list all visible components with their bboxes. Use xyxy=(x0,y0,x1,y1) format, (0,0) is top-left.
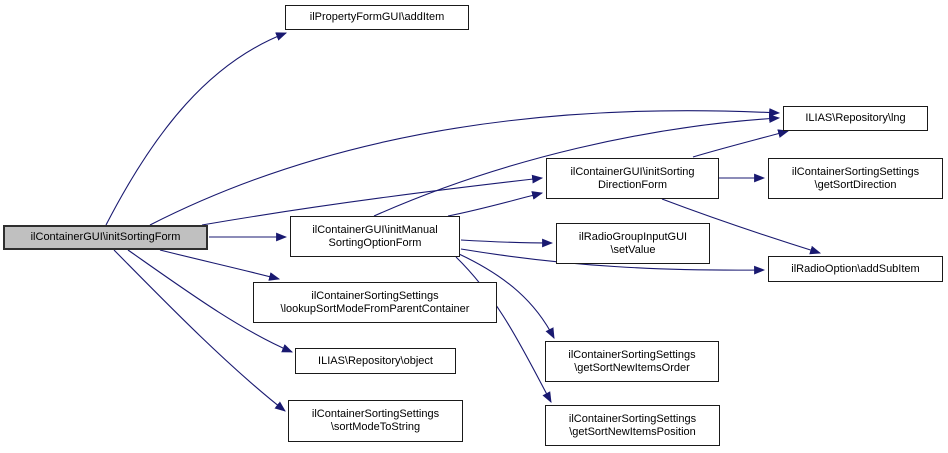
node-set-value[interactable]: ilRadioGroupInputGUI \setValue xyxy=(556,223,710,264)
node-lookup-sort-mode-from-parent-container[interactable]: ilContainerSortingSettings \lookupSortMo… xyxy=(253,282,497,323)
edge-init-manual-sorting-option-form-to-get-sort-new-items-position xyxy=(455,256,552,403)
node-get-sort-new-items-position[interactable]: ilContainerSortingSettings \getSortNewIt… xyxy=(545,405,720,446)
edge-init-sorting-form-to-add-item xyxy=(105,32,288,226)
edge-init-manual-sorting-option-form-to-add-sub-item xyxy=(460,248,766,275)
edge-init-manual-sorting-option-form-to-lng xyxy=(373,114,781,217)
edge-init-sorting-direction-form-to-add-sub-item xyxy=(661,198,822,255)
node-object[interactable]: ILIAS\Repository\object xyxy=(295,348,456,374)
node-add-item[interactable]: ilPropertyFormGUI\addItem xyxy=(285,5,469,30)
edge-init-manual-sorting-option-form-to-init-sorting-direction-form xyxy=(447,191,544,217)
edge-init-manual-sorting-option-form-to-set-value xyxy=(460,238,554,248)
node-sort-mode-to-string[interactable]: ilContainerSortingSettings \sortModeToSt… xyxy=(288,400,463,442)
edge-init-sorting-form-to-sort-mode-to-string xyxy=(113,249,286,412)
node-init-sorting-direction-form[interactable]: ilContainerGUI\initSorting DirectionForm xyxy=(546,158,719,199)
node-init-sorting-form[interactable]: ilContainerGUI\initSortingForm xyxy=(3,225,208,250)
edge-init-sorting-form-to-init-sorting-direction-form xyxy=(201,174,544,226)
node-get-sort-new-items-order[interactable]: ilContainerSortingSettings \getSortNewIt… xyxy=(545,341,719,382)
node-init-manual-sorting-option-form[interactable]: ilContainerGUI\initManual SortingOptionF… xyxy=(290,216,460,257)
node-add-sub-item[interactable]: ilRadioOption\addSubItem xyxy=(768,256,943,282)
edge-init-sorting-form-to-lng xyxy=(149,108,781,226)
edge-init-manual-sorting-option-form-to-get-sort-new-items-order xyxy=(458,253,555,339)
edge-init-sorting-form-to-lookup-sort-mode xyxy=(159,249,281,281)
edge-init-sorting-direction-form-to-lng xyxy=(692,129,790,158)
node-lng[interactable]: ILIAS\Repository\lng xyxy=(783,106,928,131)
node-get-sort-direction[interactable]: ilContainerSortingSettings \getSortDirec… xyxy=(768,158,943,199)
edge-init-sorting-form-to-object xyxy=(127,249,294,353)
